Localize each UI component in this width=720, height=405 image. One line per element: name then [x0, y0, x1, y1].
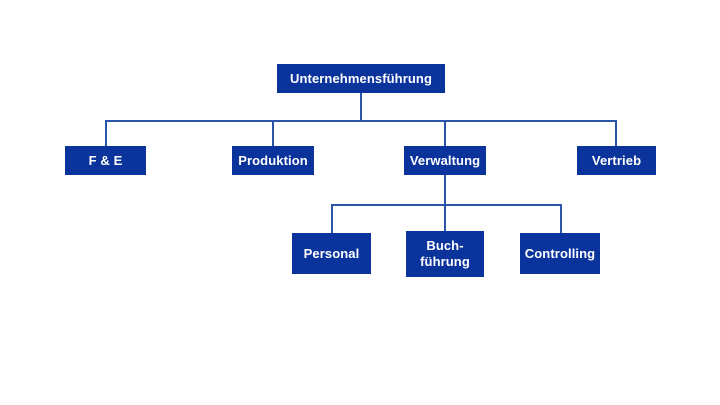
node-label: Verwaltung — [409, 152, 481, 168]
node-produktion[interactable]: Produktion — [232, 146, 314, 175]
node-verwaltung[interactable]: Verwaltung — [404, 146, 486, 175]
connector-drop-buchfuehrung — [444, 204, 446, 231]
node-controlling[interactable]: Controlling — [520, 233, 600, 274]
connector-root-stem — [360, 93, 362, 121]
node-label: Personal — [303, 245, 360, 261]
node-label: Controlling — [524, 245, 596, 261]
node-label: F & E — [88, 152, 123, 168]
connector-drop-f-und-e — [105, 120, 107, 146]
node-label-line2: führung — [420, 254, 470, 269]
connector-verwaltung-stem — [444, 175, 446, 205]
connector-drop-personal — [331, 204, 333, 233]
node-label: Unternehmensführung — [289, 70, 432, 86]
connector-drop-vertrieb — [615, 120, 617, 146]
node-personal[interactable]: Personal — [292, 233, 371, 274]
node-label: Vertrieb — [591, 152, 642, 168]
connector-level3-bus — [331, 204, 561, 206]
node-f-und-e[interactable]: F & E — [65, 146, 146, 175]
node-label: Produktion — [238, 152, 308, 168]
node-vertrieb[interactable]: Vertrieb — [577, 146, 656, 175]
connector-drop-verwaltung — [444, 120, 446, 146]
node-unternehmensfuehrung[interactable]: Unternehmensführung — [277, 64, 445, 93]
connector-drop-produktion — [272, 120, 274, 146]
connector-drop-controlling — [560, 204, 562, 233]
node-buchfuehrung[interactable]: Buch- führung — [406, 231, 484, 277]
node-label-line1: Buch- — [426, 238, 464, 254]
connector-level2-bus — [105, 120, 616, 122]
